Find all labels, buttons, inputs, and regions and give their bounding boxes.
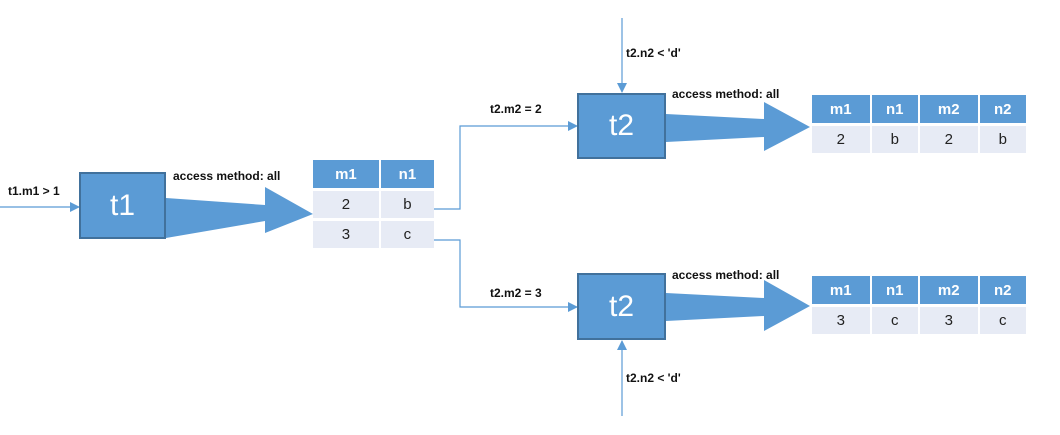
table-cell: 3 bbox=[812, 307, 870, 334]
column-header: n1 bbox=[380, 160, 434, 188]
table-cell: b bbox=[380, 191, 434, 218]
t2-top-access-method-label: access method: all bbox=[672, 87, 780, 101]
t2-bottom-join-label: t2.m2 = 3 bbox=[490, 286, 542, 300]
row-c-to-t2-bottom-connector bbox=[434, 239, 578, 312]
column-header: m2 bbox=[919, 276, 978, 304]
t1-output-arrow bbox=[166, 187, 313, 238]
table-row: 3 c 3 c bbox=[812, 307, 1026, 334]
t1-table-box: t1 bbox=[79, 172, 166, 239]
t1-condition-label: t1.m1 > 1 bbox=[8, 184, 60, 198]
t2-top-condition-label: t2.n2 < 'd' bbox=[626, 46, 681, 60]
t2-top-output-arrow bbox=[666, 102, 810, 151]
table-row: 2 b bbox=[313, 191, 434, 218]
t2-bottom-output-arrow bbox=[666, 280, 810, 331]
table-cell: b bbox=[979, 126, 1026, 153]
column-header: n2 bbox=[979, 276, 1026, 304]
column-header: n1 bbox=[871, 95, 918, 123]
column-header: m1 bbox=[812, 276, 870, 304]
column-header: m1 bbox=[812, 95, 870, 123]
t2-bottom-access-method-label: access method: all bbox=[672, 268, 780, 282]
table-row: 2 b 2 b bbox=[812, 126, 1026, 153]
t2-top-result-header-row: m1 n1 m2 n2 bbox=[812, 95, 1026, 123]
t1-access-method-label: access method: all bbox=[173, 169, 281, 183]
column-header: m2 bbox=[919, 95, 978, 123]
column-header: n2 bbox=[979, 95, 1026, 123]
table-cell: 2 bbox=[919, 126, 978, 153]
table-cell: b bbox=[871, 126, 918, 153]
t1-result-header-row: m1 n1 bbox=[313, 160, 434, 188]
t2-top-table-box: t2 bbox=[577, 93, 666, 159]
table-cell: 3 bbox=[313, 221, 379, 248]
table-cell: 2 bbox=[313, 191, 379, 218]
table-cell: c bbox=[979, 307, 1026, 334]
t2-top-join-label: t2.m2 = 2 bbox=[490, 102, 542, 116]
column-header: n1 bbox=[871, 276, 918, 304]
table-cell: c bbox=[871, 307, 918, 334]
table-cell: 2 bbox=[812, 126, 870, 153]
column-header: m1 bbox=[313, 160, 379, 188]
row-b-to-t2-top-connector bbox=[434, 121, 578, 210]
t2-bottom-table-box: t2 bbox=[577, 273, 666, 340]
table-cell: c bbox=[380, 221, 434, 248]
t2-bottom-result-header-row: m1 n1 m2 n2 bbox=[812, 276, 1026, 304]
table-row: 3 c bbox=[313, 221, 434, 248]
table-cell: 3 bbox=[919, 307, 978, 334]
t2-bottom-result-table: m1 n1 m2 n2 3 c 3 c bbox=[810, 273, 1028, 337]
t2-bottom-condition-label: t2.n2 < 'd' bbox=[626, 371, 681, 385]
t1-result-table: m1 n1 2 b 3 c bbox=[311, 157, 436, 251]
t2-top-result-table: m1 n1 m2 n2 2 b 2 b bbox=[810, 92, 1028, 156]
